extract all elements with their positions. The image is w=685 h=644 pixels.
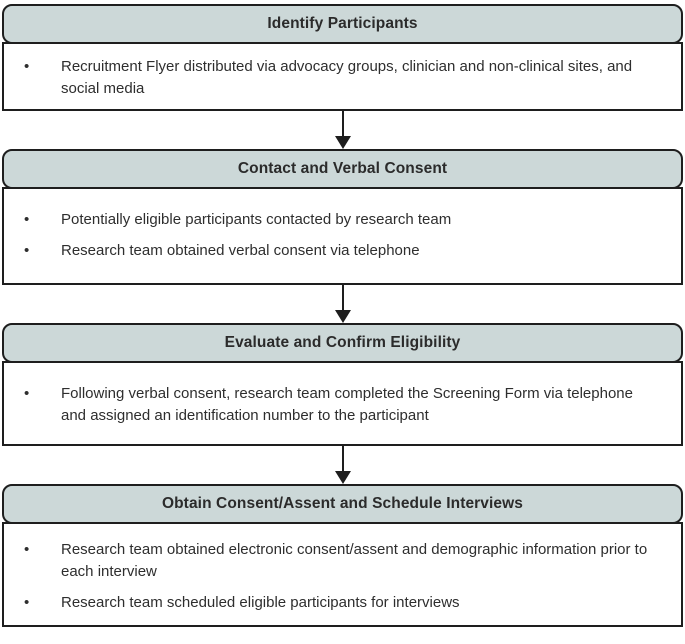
stage-title: Obtain Consent/Assent and Schedule Inter… [161,495,524,512]
stage-identify-participants: Identify Participants Recruitment Flyer … [2,4,683,111]
stage-body: Recruitment Flyer distributed via advoca… [2,42,683,111]
stage-header: Identify Participants [2,4,683,44]
stage-obtain-consent-schedule-interviews: Obtain Consent/Assent and Schedule Inter… [2,484,683,627]
stage-title: Identify Participants [267,15,418,32]
bullet-list: Recruitment Flyer distributed via advoca… [4,56,681,100]
stage-body: Following verbal consent, research team … [2,361,683,446]
stage-title: Contact and Verbal Consent [237,160,448,177]
flow-arrow [2,285,683,323]
bullet-item: Research team obtained verbal consent vi… [24,240,659,262]
bullet-item: Research team scheduled eligible partici… [24,592,659,614]
bullet-list: Following verbal consent, research team … [4,383,681,427]
flow-arrow [2,446,683,484]
bullet-item: Research team obtained electronic consen… [24,539,659,583]
flow-arrow [2,111,683,149]
stage-header: Contact and Verbal Consent [2,149,683,189]
arrow-line [341,285,344,311]
stage-header: Evaluate and Confirm Eligibility [2,323,683,363]
bullet-list: Research team obtained electronic consen… [4,539,681,614]
bullet-item: Potentially eligible participants contac… [24,209,659,231]
arrow-head-icon [334,471,351,484]
arrow-head-icon [334,310,351,323]
arrow-line [341,111,344,137]
bullet-item: Recruitment Flyer distributed via advoca… [24,56,659,100]
bullet-list: Potentially eligible participants contac… [4,209,681,262]
stage-evaluate-confirm-eligibility: Evaluate and Confirm Eligibility Followi… [2,323,683,446]
stage-header: Obtain Consent/Assent and Schedule Inter… [2,484,683,524]
arrow-head-icon [334,136,351,149]
stage-body: Research team obtained electronic consen… [2,522,683,627]
stage-body: Potentially eligible participants contac… [2,187,683,285]
stage-contact-verbal-consent: Contact and Verbal Consent Potentially e… [2,149,683,285]
stage-title: Evaluate and Confirm Eligibility [224,334,461,351]
bullet-item: Following verbal consent, research team … [24,383,659,427]
arrow-line [341,446,344,472]
